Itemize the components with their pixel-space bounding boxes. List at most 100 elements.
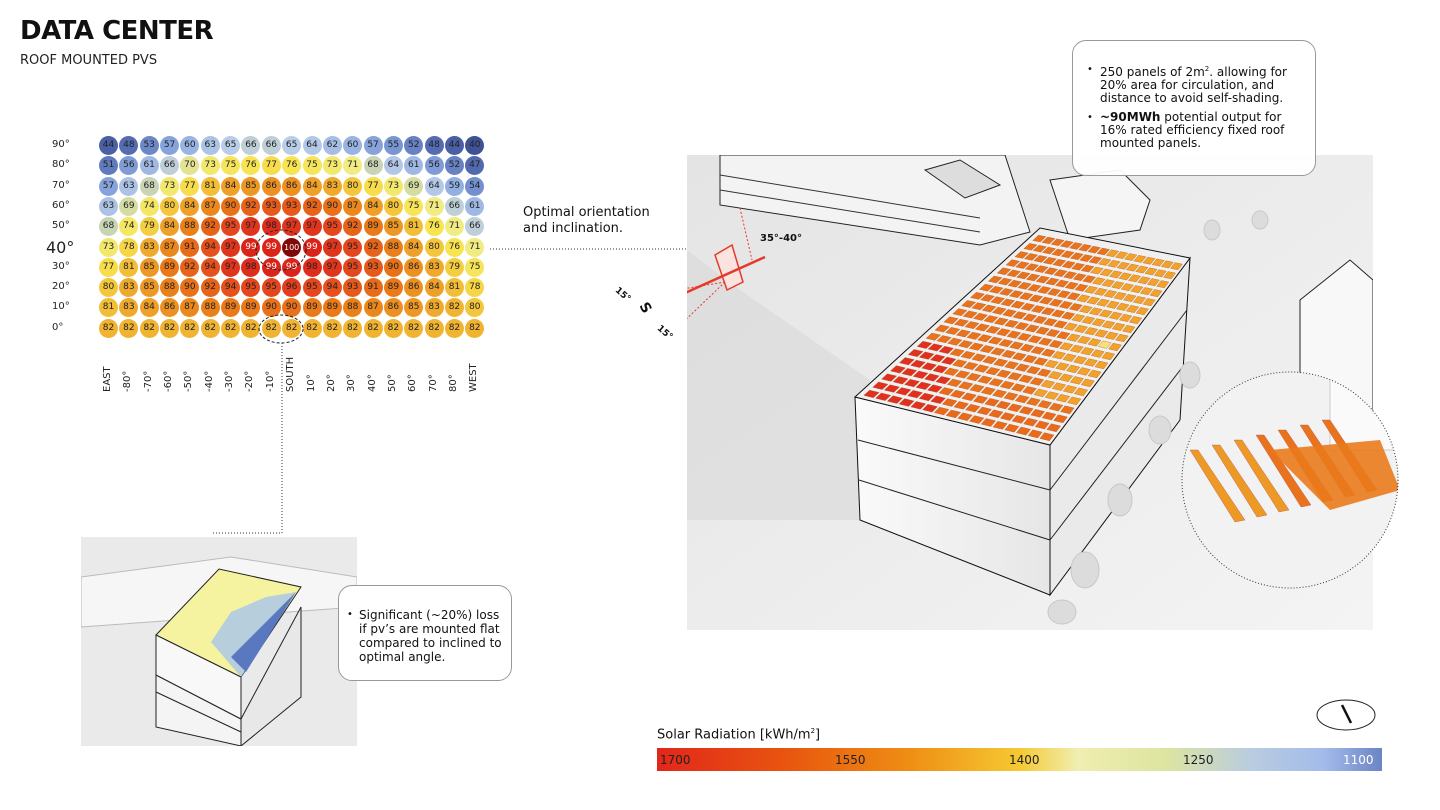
roof-panel <box>890 365 906 374</box>
roof-panel <box>1061 260 1076 269</box>
roof-panel <box>1012 311 1027 320</box>
heatmap-cell: 82 <box>322 318 342 338</box>
heatmap-row-label: 90° <box>52 139 70 150</box>
roof-panel <box>1007 279 1022 288</box>
roof-panel <box>1035 326 1050 335</box>
heatmap-cell: 82 <box>200 318 220 338</box>
roof-panel <box>1072 273 1087 281</box>
roof-panel <box>1002 309 1017 317</box>
roof-panel <box>1069 344 1084 353</box>
roof-panel <box>898 398 915 407</box>
heatmap-cell: 70 <box>180 156 200 176</box>
roof-panel <box>1133 255 1147 263</box>
north-arrow-icon <box>1316 699 1376 731</box>
roof-panel <box>1078 244 1092 252</box>
roof-panel <box>1128 274 1142 283</box>
roof-panel <box>1022 355 1038 364</box>
heatmap-cell: 53 <box>139 136 159 155</box>
heatmap-cell: 91 <box>363 278 383 298</box>
heatmap-cell: 60 <box>180 136 200 155</box>
roof-panel <box>957 412 973 421</box>
panel-summary-callout: •250 panels of 2m2. allowing for 20% are… <box>1072 40 1316 176</box>
optimal-label: Optimal orientation and inclination. <box>523 205 650 236</box>
output-value: ~90MWh <box>1100 110 1161 124</box>
heatmap-cell: 89 <box>363 217 383 237</box>
roof-panel <box>1103 290 1118 298</box>
roof-panel <box>925 332 941 341</box>
roof-panel <box>1045 329 1060 338</box>
heatmap-cell: 78 <box>465 278 485 298</box>
heatmap-cell: 94 <box>200 237 220 257</box>
roof-panel <box>1037 368 1052 377</box>
roof-panel <box>1090 349 1105 358</box>
roof-panel <box>1052 259 1067 267</box>
heatmap-cell: 93 <box>363 257 383 277</box>
roof-panel <box>1062 353 1077 362</box>
roof-panel <box>1099 268 1113 277</box>
heatmap-cell: 89 <box>241 298 261 318</box>
heatmap-cell: 82 <box>424 318 444 338</box>
roof-panel <box>1034 420 1050 430</box>
legend-tick: 1400 <box>1009 753 1040 767</box>
heatmap-cell: 71 <box>424 196 444 216</box>
roof-panel <box>1142 298 1156 307</box>
roof-panel <box>1005 259 1020 267</box>
roof-panel <box>1045 277 1060 286</box>
roof-panel <box>996 400 1011 410</box>
roof-panel <box>1062 385 1077 394</box>
flat-leader-line <box>213 343 283 534</box>
roof-panel <box>988 378 1004 387</box>
roof-panel <box>884 384 900 393</box>
roof-panel <box>1107 260 1121 268</box>
heatmap-cell: 57 <box>99 176 118 196</box>
roof-panel <box>1017 282 1032 290</box>
heatmap-cell: 78 <box>119 237 139 257</box>
heatmap-cell: 94 <box>322 278 342 298</box>
roof-panel <box>1023 243 1038 251</box>
heatmap-cell: 89 <box>160 257 180 277</box>
heatmap-row-label: 10° <box>52 301 70 313</box>
roof-panel <box>983 315 999 323</box>
heatmap-cell: 76 <box>282 156 302 176</box>
heatmap-cell: 56 <box>424 156 444 176</box>
heatmap-cell: 75 <box>465 257 485 277</box>
heatmap-cell: 61 <box>465 196 485 216</box>
roof-panel <box>1064 281 1079 290</box>
roof-panel <box>1053 269 1068 277</box>
roof-panel <box>1040 380 1056 389</box>
heatmap-cell: 51 <box>99 156 118 176</box>
roof-panel <box>1105 249 1120 258</box>
roof-panel <box>996 267 1012 275</box>
heatmap-cell: 92 <box>241 196 261 216</box>
heatmap-cell: 99 <box>261 257 281 277</box>
roof-panel <box>1006 269 1021 278</box>
heatmap-cell: 97 <box>322 257 342 277</box>
heatmap-cell: 86 <box>404 257 424 277</box>
note-text: . allowing for 20% area for circulation,… <box>1100 65 1287 105</box>
roof-panel <box>921 362 937 371</box>
roof-panel <box>932 365 948 374</box>
roof-panel <box>938 387 954 396</box>
heatmap-cell: 81 <box>119 257 139 277</box>
roof-panel <box>945 409 961 419</box>
heatmap-cell: 71 <box>343 156 363 176</box>
roof-panel <box>977 334 992 343</box>
heatmap-cell: 97 <box>221 237 241 257</box>
roof-panel <box>1041 411 1057 421</box>
roof-panel <box>1079 254 1093 262</box>
roof-panel <box>1115 251 1129 259</box>
roof-panel <box>1163 271 1176 280</box>
heatmap-cell: 87 <box>363 298 383 318</box>
roof-panel <box>992 421 1008 430</box>
roof-panel <box>901 368 918 377</box>
roof-panel <box>1019 292 1034 301</box>
heatmap-cell: 60 <box>343 136 363 155</box>
heatmap-cell: 89 <box>322 298 342 318</box>
roof-panel <box>965 404 981 413</box>
roof-panel <box>990 296 1005 305</box>
roof-panel <box>1006 330 1022 339</box>
roof-panel <box>1018 406 1034 415</box>
heatmap-cell: 61 <box>139 156 159 176</box>
heatmap-cell: 86 <box>404 278 424 298</box>
roof-panel <box>1090 266 1104 275</box>
